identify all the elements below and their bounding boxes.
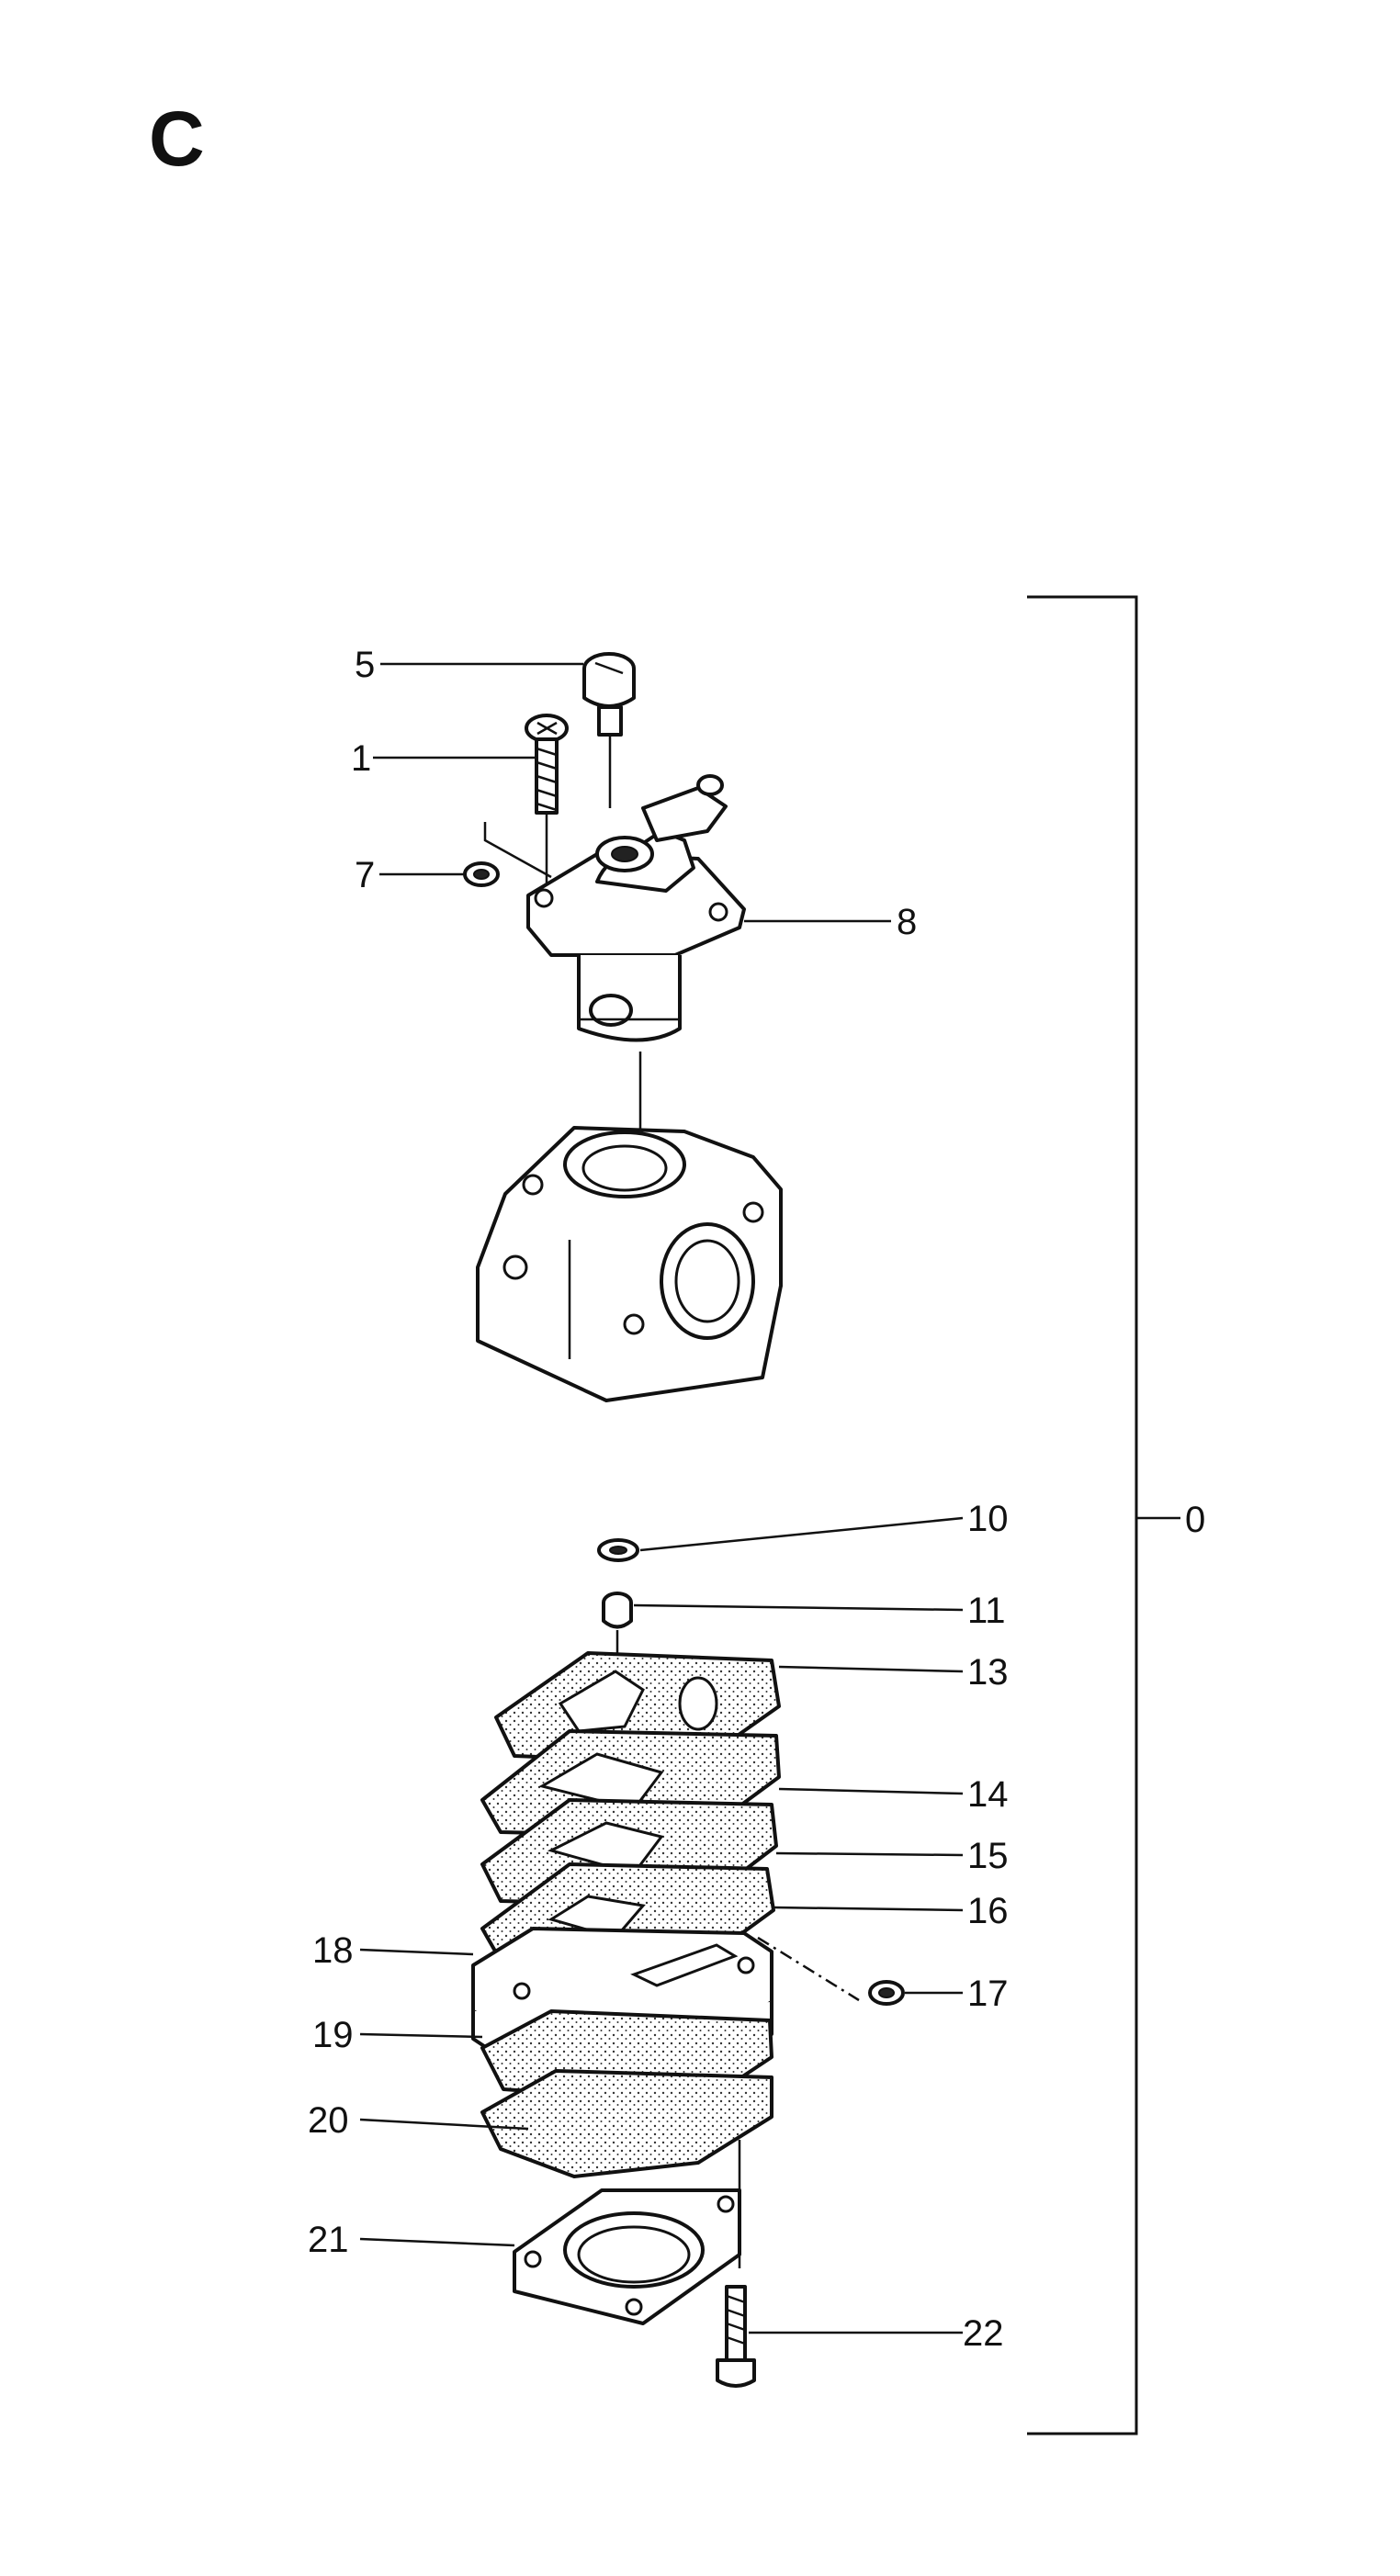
part-1-screw (525, 714, 569, 886)
carburetor-body (476, 1126, 783, 1402)
callout-13: 13 (967, 1652, 1009, 1693)
callout-17: 17 (967, 1974, 1009, 2014)
part-10-washer (597, 1538, 639, 1562)
callout-15: 15 (967, 1836, 1009, 1876)
callout-16: 16 (967, 1891, 1009, 1931)
part-11-plug (602, 1592, 633, 1727)
part-7-nut (463, 861, 500, 887)
part-21-cover (513, 2188, 741, 2325)
part-22-screw (716, 2285, 756, 2388)
callout-8: 8 (897, 902, 917, 942)
callout-10: 10 (967, 1499, 1009, 1539)
assembly-bracket (1027, 595, 1180, 2435)
part-17-nut (757, 1936, 905, 2006)
callout-20: 20 (308, 2100, 349, 2141)
callout-1: 1 (351, 738, 371, 779)
callout-22: 22 (963, 2313, 1004, 2354)
leader-lines (359, 662, 964, 2334)
callout-11: 11 (967, 1591, 1006, 1631)
section-letter: C (149, 96, 205, 182)
callout-14: 14 (967, 1774, 1009, 1815)
callout-0: 0 (1185, 1500, 1205, 1540)
callout-7: 7 (355, 855, 375, 895)
callout-19: 19 (312, 2015, 354, 2055)
part-8-throttle-body (483, 774, 746, 1134)
callout-18: 18 (312, 1930, 354, 1971)
callout-21: 21 (308, 2220, 349, 2260)
part-5-screw (582, 652, 636, 808)
callout-5: 5 (355, 645, 375, 685)
